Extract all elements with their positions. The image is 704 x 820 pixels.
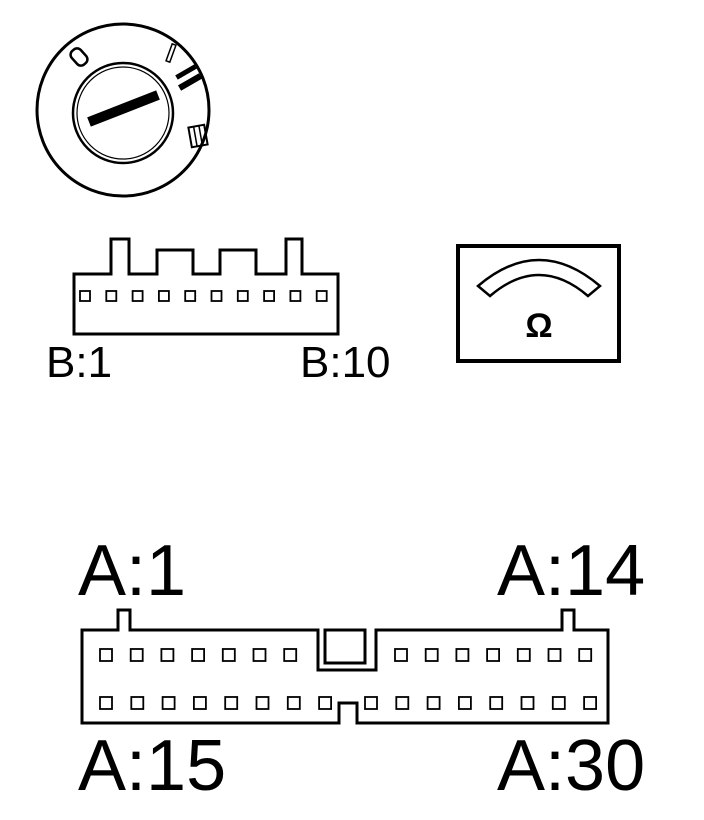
connector-b-pins	[79, 290, 328, 302]
key-slot	[87, 90, 160, 127]
connector-a-pin-14-label: A:14	[497, 531, 646, 611]
connector-a-pin	[192, 696, 207, 710]
connector-b-first-pin-label: B:1	[46, 338, 113, 387]
connector-a	[80, 608, 610, 725]
connector-b-housing	[72, 237, 340, 336]
connector-a-pin	[221, 648, 236, 662]
connector-a-pin	[99, 696, 113, 710]
connector-a-pin-15-label: A:15	[78, 726, 227, 806]
connector-b-pin	[131, 290, 144, 302]
ohmmeter-scale-arc	[476, 258, 602, 298]
connector-a-pin	[583, 696, 597, 710]
connector-a-pin	[547, 648, 562, 662]
connector-a-housing	[80, 608, 610, 725]
connector-a-pin	[191, 648, 206, 662]
connector-a-top-pins	[99, 648, 593, 662]
connector-a-pin	[160, 648, 175, 662]
connector-b-pin	[184, 290, 197, 302]
ignition-switch-inner-ring-2	[76, 66, 170, 160]
connector-b-pin	[157, 290, 170, 302]
ohmmeter: Ω	[456, 244, 621, 363]
connector-b-pin	[236, 290, 249, 302]
connector-b-pin	[289, 290, 302, 302]
connector-b-last-pin-label: B:10	[300, 338, 391, 387]
connector-a-pin-1-label: A:1	[78, 531, 187, 611]
connector-a-pin	[252, 648, 267, 662]
connector-a-pin	[255, 696, 270, 710]
connector-b-pin	[315, 290, 328, 302]
connector-a-pin-30-label: A:30	[497, 726, 646, 806]
connector-a-pin	[395, 696, 410, 710]
connector-b	[72, 237, 340, 336]
position-0-mark	[69, 47, 89, 67]
connector-a-pin	[318, 696, 333, 710]
connector-b-pin	[105, 290, 118, 302]
connector-a-pin	[516, 648, 531, 662]
connector-b-pin	[210, 290, 223, 302]
connector-a-pin	[129, 648, 144, 662]
connector-a-pin	[424, 648, 439, 662]
connector-a-latch	[323, 628, 367, 665]
connector-a-pin	[489, 696, 504, 710]
connector-a-pin	[283, 648, 298, 662]
connector-a-pin	[364, 696, 378, 710]
connector-a-pin	[161, 696, 176, 710]
position-II-mark-bar	[175, 64, 197, 80]
ignition-switch	[35, 22, 211, 198]
connector-a-pin	[426, 696, 441, 710]
connector-a-pin	[394, 648, 408, 662]
connector-a-pin	[130, 696, 145, 710]
connector-a-pin	[99, 648, 113, 662]
ohm-symbol: Ω	[525, 307, 552, 345]
connector-a-pin	[551, 696, 566, 710]
position-I-mark	[165, 42, 177, 64]
connector-b-pin	[79, 290, 91, 302]
position-II-mark	[178, 73, 202, 91]
connector-a-pin	[224, 696, 239, 710]
connector-a-pin	[455, 648, 470, 662]
position-III-mark	[187, 123, 209, 149]
connector-a-pin	[457, 696, 472, 710]
connector-b-pin	[263, 290, 276, 302]
connector-a-pin	[520, 696, 535, 710]
connector-a-pin	[578, 648, 593, 662]
connector-a-pin	[486, 648, 501, 662]
connector-a-pin	[286, 696, 301, 710]
connector-a-bottom-pins	[99, 696, 597, 710]
